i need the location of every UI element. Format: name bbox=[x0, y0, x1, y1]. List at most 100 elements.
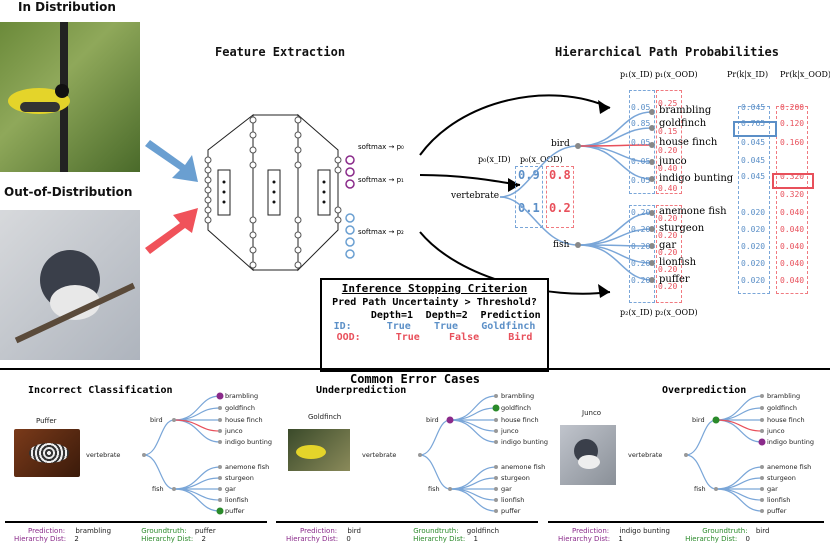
case-fish-label: fish bbox=[428, 485, 440, 493]
case-leaf-label: indigo bunting bbox=[767, 438, 814, 446]
case-vertebrate-label: vertebrate bbox=[86, 451, 121, 459]
pr-id-box bbox=[738, 106, 770, 294]
leaf-ood-prob: 0.20 bbox=[658, 214, 678, 223]
footer-case-0: Prediction: brambling Groundtruth: puffe… bbox=[14, 527, 216, 543]
prediction-value: indigo bunting bbox=[619, 527, 670, 535]
case-fish-label: fish bbox=[152, 485, 164, 493]
prediction-label: Prediction: bbox=[572, 527, 610, 535]
case-heading: Incorrect Classification bbox=[28, 385, 173, 396]
case-heading: Underprediction bbox=[316, 385, 407, 396]
row-cell: True bbox=[386, 321, 411, 332]
leaf-id-prob: 0.20 bbox=[631, 259, 651, 268]
p1-ood-header: p₁(x_OOD) bbox=[655, 70, 698, 79]
case-leaf-label: sturgeon bbox=[767, 474, 796, 482]
case-leaf-label: goldfinch bbox=[225, 404, 255, 412]
fish-leaf-rows: 0.20 0.20 anemone fish 0.020 0.040 0.20 … bbox=[631, 206, 821, 291]
leaf-row: 0.20 0.20 sturgeon 0.020 0.040 bbox=[631, 223, 821, 240]
softmax-p2: softmax → p₂ bbox=[358, 228, 404, 236]
leaf-row: 0.20 0.20 gar 0.020 0.040 bbox=[631, 240, 821, 257]
case-leaf-label: goldfinch bbox=[767, 404, 797, 412]
stopping-question: Pred Path Uncertainty > Threshold? bbox=[332, 297, 537, 308]
leaf-id-prob: 0.05 bbox=[631, 138, 651, 147]
leaf-id-prob: 0.05 bbox=[631, 157, 651, 166]
p2-id-header: p₂(x_ID) bbox=[620, 308, 653, 317]
case-leaf-label: anemone fish bbox=[767, 463, 812, 471]
leaf-row: 0.05 0.40 indigo bunting 0.045 0.320 bbox=[631, 170, 821, 193]
feature-extraction-title: Feature Extraction bbox=[215, 45, 346, 59]
leaf-row: 0.05 0.20 house finch 0.045 0.160 bbox=[631, 136, 821, 155]
leaf-row: 0.20 0.20 lionfish 0.020 0.040 bbox=[631, 257, 821, 274]
goldfinch-thumb bbox=[288, 429, 350, 471]
p1-id-box bbox=[629, 90, 655, 194]
leaf-pr-ood: 0.040 bbox=[780, 259, 805, 268]
softmax-p1: softmax → p₁ bbox=[358, 176, 404, 184]
case-leaf-label: anemone fish bbox=[225, 463, 270, 471]
case-leaf-label: lionfish bbox=[767, 496, 791, 504]
junco-thumb bbox=[560, 425, 616, 485]
hierarchy-dist-label: Hierarchy Dist: bbox=[413, 535, 466, 543]
p2-id-box bbox=[629, 205, 655, 303]
case-tree bbox=[684, 394, 766, 513]
case-leaf-label: gar bbox=[225, 485, 236, 493]
pr-id-highlight bbox=[733, 121, 777, 137]
leaf-ood-prob: 0.25 bbox=[658, 99, 678, 108]
network-diagram bbox=[204, 113, 355, 272]
flow-arrows bbox=[419, 94, 611, 298]
case-heading: Overprediction bbox=[662, 385, 747, 396]
case-bird-label: bird bbox=[692, 416, 705, 424]
leaf-label: lionfish bbox=[659, 257, 697, 268]
leaf-pr-ood: 0.200 bbox=[780, 103, 805, 112]
fish-ood-prob: 0.2 bbox=[549, 201, 571, 215]
groundtruth-value: goldfinch bbox=[466, 527, 500, 535]
leaf-ood-prob: 0.20 bbox=[658, 265, 678, 274]
leaf-label: indigo bunting bbox=[659, 173, 734, 184]
in-distribution-label: In Distribution bbox=[18, 0, 116, 14]
errors-title: Common Error Cases bbox=[349, 372, 481, 386]
leaf-ood-prob: 0.20 bbox=[658, 146, 678, 155]
leaf-ood-prob: 0.20 bbox=[658, 248, 678, 257]
leaf-pr-ood: 0.120 bbox=[780, 119, 805, 128]
fish-id-prob: 0.1 bbox=[518, 201, 540, 215]
hierarchy-dist-label: Hierarchy Dist: bbox=[685, 535, 738, 543]
groundtruth-label: Groundtruth: bbox=[702, 527, 748, 535]
p1-id-header: p₁(x_ID) bbox=[620, 70, 653, 79]
junco-photo bbox=[0, 210, 140, 360]
case-vertebrate-label: vertebrate bbox=[362, 451, 397, 459]
leaf-pr-id: 0.045 bbox=[741, 172, 766, 181]
row-cell: False bbox=[449, 332, 480, 343]
header-cell: Depth=2 bbox=[425, 310, 468, 321]
row-cell: True bbox=[395, 332, 420, 343]
leaf-pr-id: 0.020 bbox=[741, 259, 766, 268]
row-label: ID: bbox=[333, 321, 352, 332]
stopping-id-row: ID: True True Goldfinch bbox=[322, 321, 547, 332]
hierarchy-dist-gt: 0 bbox=[745, 535, 750, 543]
leaf-label: brambling bbox=[659, 105, 712, 116]
case-leaf-label: brambling bbox=[225, 392, 259, 400]
stopping-criterion-box: Inference Stopping Criterion Pred Path U… bbox=[320, 278, 549, 372]
case-image-label: Junco bbox=[582, 409, 602, 417]
hierarchy-dist-label: Hierarchy Dist: bbox=[558, 535, 611, 543]
groundtruth-label: Groundtruth: bbox=[141, 527, 187, 535]
leaf-label: gar bbox=[659, 240, 677, 251]
leaf-ood-prob: 0.40 bbox=[658, 164, 678, 173]
case-leaf-label: puffer bbox=[767, 507, 787, 515]
case-leaf-label: junco bbox=[767, 427, 785, 435]
leaf-pr-ood: 0.040 bbox=[780, 225, 805, 234]
footer-line bbox=[276, 521, 538, 523]
leaf-pr-id: 0.045 bbox=[741, 103, 766, 112]
case-leaf-label: house finch bbox=[501, 416, 539, 424]
case-leaf-label: lionfish bbox=[225, 496, 249, 504]
fish-node-label: fish bbox=[553, 240, 570, 250]
bird-ood-prob: 0.8 bbox=[549, 168, 571, 182]
prediction-value: brambling bbox=[75, 527, 112, 535]
leaf-pr-ood: 0.320 bbox=[780, 190, 805, 199]
case-leaf-label: brambling bbox=[501, 392, 535, 400]
stopping-title: Inference Stopping Criterion bbox=[341, 282, 528, 295]
leaf-pr-ood: 0.040 bbox=[780, 276, 805, 285]
leaf-id-prob: 0.20 bbox=[631, 242, 651, 251]
p0-ood-box: 0.8 0.2 bbox=[546, 166, 574, 228]
case-leaf-label: junco bbox=[225, 427, 243, 435]
stopping-header-row: Depth=1 Depth=2 Prediction bbox=[322, 310, 547, 321]
hierarchy-dist-pred: 1 bbox=[618, 535, 623, 543]
bird-leaf-rows: 0.05 0.25 brambling 0.045 0.200 0.85 0.1… bbox=[631, 99, 821, 193]
